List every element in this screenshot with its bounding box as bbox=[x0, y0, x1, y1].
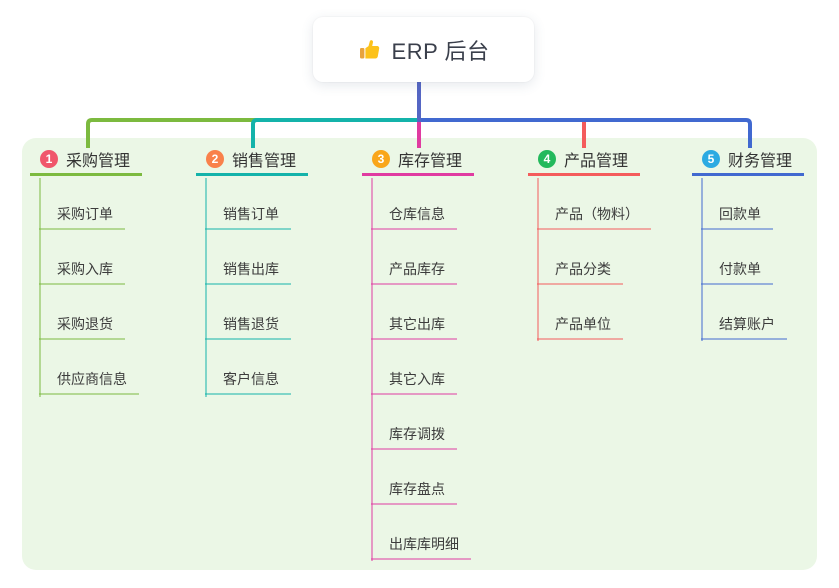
child-node[interactable]: 客户信息 bbox=[205, 365, 291, 395]
branch-label: 财务管理 bbox=[728, 153, 793, 170]
child-node[interactable]: 出库库明细 bbox=[371, 530, 471, 560]
branch-spine bbox=[39, 178, 41, 397]
root-title: ERP 后台 bbox=[391, 38, 490, 64]
child-node[interactable]: 采购入库 bbox=[39, 255, 125, 285]
branch-badge-4: 4 bbox=[538, 150, 556, 168]
child-node[interactable]: 其它出库 bbox=[371, 310, 457, 340]
branch-badge-2: 2 bbox=[206, 150, 224, 168]
child-node[interactable]: 库存盘点 bbox=[371, 475, 457, 505]
branch-badge-1: 1 bbox=[40, 150, 58, 168]
child-node[interactable]: 产品（物料） bbox=[537, 200, 651, 230]
branch-node-sales[interactable]: 2 销售管理 bbox=[196, 145, 308, 176]
branch-badge-3: 3 bbox=[372, 150, 390, 168]
child-node[interactable]: 库存调拨 bbox=[371, 420, 457, 450]
child-node[interactable]: 产品分类 bbox=[537, 255, 623, 285]
child-node[interactable]: 采购退货 bbox=[39, 310, 125, 340]
branch-spine bbox=[371, 178, 373, 561]
child-node[interactable]: 销售出库 bbox=[205, 255, 291, 285]
branch-node-purchase[interactable]: 1 采购管理 bbox=[30, 145, 142, 176]
child-node[interactable]: 供应商信息 bbox=[39, 365, 139, 395]
child-node[interactable]: 采购订单 bbox=[39, 200, 125, 230]
branch-spine bbox=[537, 178, 539, 341]
branch-label: 产品管理 bbox=[564, 153, 629, 170]
child-node[interactable]: 销售订单 bbox=[205, 200, 291, 230]
child-node[interactable]: 付款单 bbox=[701, 255, 773, 285]
branch-spine bbox=[701, 178, 703, 341]
root-node[interactable]: ERP 后台 bbox=[313, 17, 534, 82]
child-node[interactable]: 销售退货 bbox=[205, 310, 291, 340]
mindmap-canvas bbox=[22, 138, 817, 570]
child-node[interactable]: 仓库信息 bbox=[371, 200, 457, 230]
branch-spine bbox=[205, 178, 207, 397]
child-node[interactable]: 回款单 bbox=[701, 200, 773, 230]
branch-label: 销售管理 bbox=[232, 153, 297, 170]
child-node[interactable]: 产品库存 bbox=[371, 255, 457, 285]
branch-label: 库存管理 bbox=[398, 153, 463, 170]
branch-node-product[interactable]: 4 产品管理 bbox=[528, 145, 640, 176]
child-node[interactable]: 产品单位 bbox=[537, 310, 623, 340]
branch-node-finance[interactable]: 5 财务管理 bbox=[692, 145, 804, 176]
child-node[interactable]: 结算账户 bbox=[701, 310, 787, 340]
thumbs-up-icon bbox=[358, 38, 382, 62]
child-node[interactable]: 其它入库 bbox=[371, 365, 457, 395]
branch-badge-5: 5 bbox=[702, 150, 720, 168]
branch-node-inventory[interactable]: 3 库存管理 bbox=[362, 145, 474, 176]
branch-label: 采购管理 bbox=[66, 153, 131, 170]
